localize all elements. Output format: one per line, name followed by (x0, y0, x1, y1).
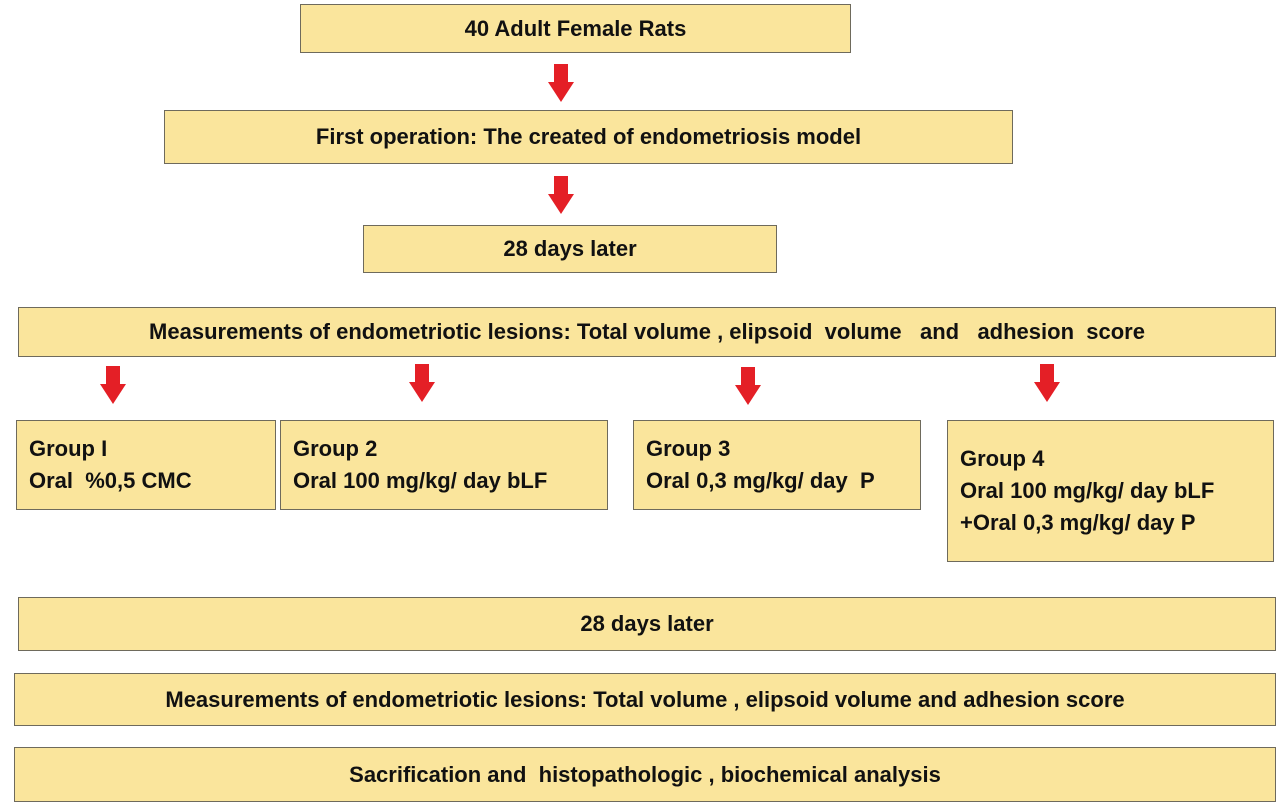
down-arrow-icon (548, 64, 574, 102)
down-arrow-icon (1034, 364, 1060, 402)
group-2-treatment: Oral 100 mg/kg/ day bLF (293, 468, 548, 493)
down-arrow-icon (409, 364, 435, 402)
group-3-title: Group 3 (646, 436, 731, 461)
down-arrow-icon (548, 176, 574, 214)
wait-label-2: 28 days later (580, 611, 714, 636)
final-step-label: Sacrification and histopathologic , bioc… (349, 761, 941, 787)
first-operation-box: First operation: The created of endometr… (164, 110, 1013, 164)
group-4-box: Group 4 Oral 100 mg/kg/ day bLF +Oral 0,… (947, 420, 1274, 562)
first-operation-label: First operation: The created of endometr… (315, 124, 862, 149)
wait-label-1: 28 days later (503, 236, 637, 261)
group-3-box: Group 3 Oral 0,3 mg/kg/ day P (633, 420, 921, 510)
group-3-treatment: Oral 0,3 mg/kg/ day P (646, 468, 875, 493)
wait-box-1: 28 days later (363, 225, 777, 273)
group-4-title: Group 4 (960, 446, 1045, 471)
down-arrow-icon (100, 366, 126, 404)
wait-box-2: 28 days later (18, 597, 1276, 651)
group-4-treatment-1: Oral 100 mg/kg/ day bLF (960, 478, 1215, 503)
measurement-box-2: Measurements of endometriotic lesions: T… (14, 673, 1276, 726)
group-2-title: Group 2 (293, 436, 378, 461)
group-1-treatment: Oral %0,5 CMC (29, 468, 192, 493)
start-box: 40 Adult Female Rats (300, 4, 851, 53)
start-label: 40 Adult Female Rats (464, 15, 687, 41)
down-arrow-icon (735, 367, 761, 405)
measurement-label-2: Measurements of endometriotic lesions: T… (165, 686, 1125, 712)
group-1-title: Group I (29, 436, 108, 461)
group-1-box: Group I Oral %0,5 CMC (16, 420, 276, 510)
final-step-box: Sacrification and histopathologic , bioc… (14, 747, 1276, 802)
measurement-box-1: Measurements of endometriotic lesions: T… (18, 307, 1276, 357)
measurement-label-1: Measurements of endometriotic lesions: T… (149, 319, 1145, 344)
group-2-box: Group 2 Oral 100 mg/kg/ day bLF (280, 420, 608, 510)
group-4-treatment-2: +Oral 0,3 mg/kg/ day P (960, 510, 1196, 535)
